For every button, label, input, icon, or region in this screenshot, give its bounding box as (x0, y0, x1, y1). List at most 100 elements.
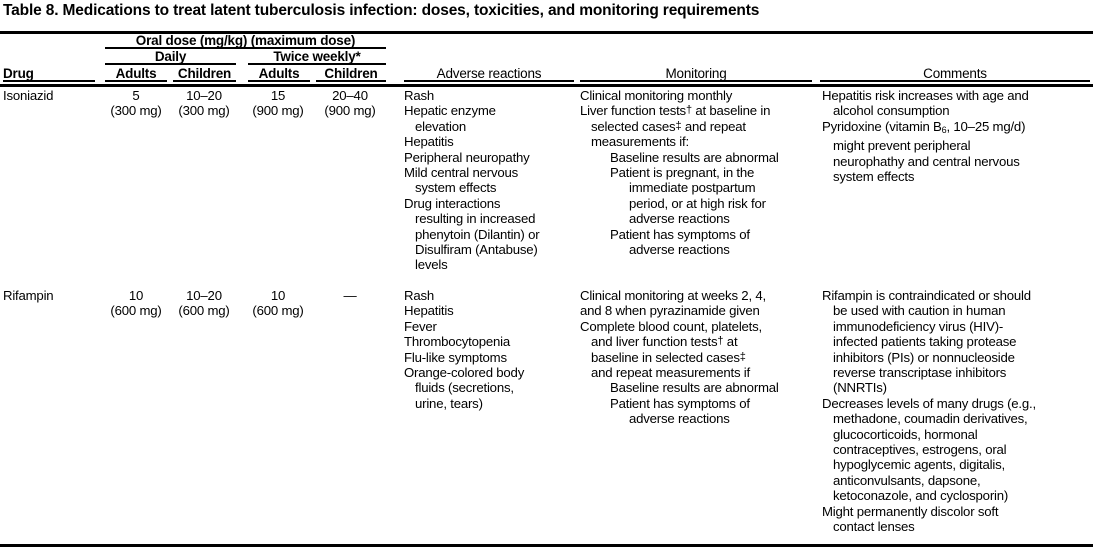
table-row-daily-children: 10–20(300 mg) (171, 88, 237, 119)
rule-header-bottom (0, 84, 1093, 87)
cell-line: 15 (270, 88, 286, 103)
cell-line: ketoconazole, and cyclosporin) (833, 488, 1009, 504)
footnote-dagger: † (685, 104, 692, 117)
cell-line: anticonvulsants, dapsone, (833, 472, 981, 488)
cell-line: measurements if: (591, 134, 689, 150)
cell-line: Decreases levels of many drugs (e.g., (822, 395, 1036, 411)
cell-line: Drug interactions (404, 195, 501, 211)
header-twice-adults: Adults (258, 66, 300, 81)
header-monitoring: Monitoring (665, 66, 727, 81)
cell-line: (900 mg) (252, 103, 304, 119)
cell-line: Complete blood count, platelets, (580, 318, 763, 334)
cell-line: (600 mg) (110, 303, 162, 319)
cell-line: adverse reactions (629, 211, 730, 227)
rule-col-daily-adults (105, 80, 167, 82)
footnote-double-dagger: ‡ (739, 350, 746, 363)
cell-line: (300 mg) (110, 103, 162, 119)
cell-line: (NNRTIs) (833, 380, 887, 396)
page-title: Table 8. Medications to treat latent tub… (3, 2, 760, 19)
cell-line: Baseline results are abnormal (610, 380, 779, 396)
rule-col-twice-children (316, 80, 386, 82)
cell-line: (600 mg) (178, 303, 230, 319)
table-row-twice-adults: 15(900 mg) (246, 88, 310, 119)
cell-line: resulting in increased (415, 211, 536, 227)
cell-line: adverse reactions (629, 242, 730, 258)
cell-line: adverse reactions (629, 411, 730, 427)
cell-line: baseline in selected cases‡ (591, 349, 746, 365)
header-adverse-reactions: Adverse reactions (436, 66, 542, 81)
header-daily-children: Children (177, 66, 232, 81)
rule-col-daily-children (173, 80, 236, 82)
cell-line: contact lenses (833, 519, 915, 535)
cell-line: 20–40 (332, 88, 368, 103)
table-row-drug-name: Isoniazid (3, 88, 54, 103)
header-twice-children: Children (324, 66, 378, 81)
cell-line: and liver function tests† at (591, 334, 738, 350)
cell-line: Hepatitis (404, 134, 454, 150)
table-row-twice-children: — (314, 288, 386, 303)
cell-line: selected cases‡ and repeat (591, 118, 746, 134)
cell-line: glucocorticoids, hormonal (833, 426, 978, 442)
cell-line: 10 (270, 288, 286, 303)
cell-line: infected patients taking protease (833, 334, 1017, 350)
rule-daily-group (105, 63, 236, 65)
cell-line: (600 mg) (252, 303, 304, 319)
cell-line: Might permanently discolor soft (822, 503, 999, 519)
cell-line: system effects (415, 180, 497, 196)
cell-line: Disulfiram (Antabuse) (415, 242, 538, 258)
rule-table-top (0, 31, 1093, 34)
cell-line: fluids (secretions, (415, 380, 514, 396)
cell-line: and 8 when pyrazinamide given (580, 303, 760, 319)
table-row-twice-adults: 10(600 mg) (246, 288, 310, 319)
table-row-daily-adults: 10(600 mg) (105, 288, 167, 319)
cell-line: period, or at high risk for (629, 195, 766, 211)
cell-line: Pyridoxine (vitamin B6, 10–25 mg/d) (822, 118, 1026, 135)
cell-line: Peripheral neuropathy (404, 149, 530, 165)
cell-line: contraceptives, estrogens, oral (833, 442, 1007, 458)
header-daily-adults: Adults (115, 66, 157, 81)
rule-twice-weekly-group (248, 63, 386, 65)
cell-line: (300 mg) (178, 103, 230, 119)
cell-line: (900 mg) (324, 103, 376, 119)
cell-line: 10 (128, 288, 144, 303)
table-row-monitoring: Clinical monitoring at weeks 2, 4,and 8 … (580, 288, 820, 427)
rule-table-bottom (0, 544, 1093, 547)
rule-col-drug (3, 80, 95, 82)
cell-line: Mild central nervous (404, 165, 519, 181)
cell-line: Baseline results are abnormal (610, 149, 779, 165)
cell-line: Thrombocytopenia (404, 334, 511, 350)
cell-line: elevation (415, 118, 466, 134)
cell-line: levels (415, 257, 448, 273)
cell-line: immediate postpartum (629, 180, 756, 196)
cell-line: Fever (404, 318, 437, 334)
cell-line: Patient is pregnant, in the (610, 165, 755, 181)
cell-line: Hepatitis risk increases with age and (822, 88, 1029, 103)
cell-line: Rash (404, 88, 434, 103)
footnote-double-dagger: ‡ (675, 119, 682, 132)
cell-line: Liver function tests† at baseline in (580, 103, 771, 119)
cell-line: Rifampin is contraindicated or should (822, 288, 1031, 303)
rule-col-monitoring (580, 80, 812, 82)
footnote-dagger: † (717, 335, 724, 348)
cell-line: urine, tears) (415, 395, 483, 411)
cell-line: might prevent peripheral (833, 138, 971, 154)
cell-line: alcohol consumption (833, 103, 950, 119)
cell-line: — (343, 288, 357, 303)
cell-line: reverse transcriptase inhibitors (833, 365, 1007, 381)
cell-line: be used with caution in human (833, 303, 1006, 319)
cell-line: Rash (404, 288, 434, 303)
rule-oral-dose-group (105, 47, 386, 49)
cell-line: 5 (132, 88, 140, 103)
rule-col-twice-adults (248, 80, 310, 82)
cell-line: immunodeficiency virus (HIV)- (833, 318, 1004, 334)
cell-line: Patient has symptoms of (610, 395, 750, 411)
cell-line: Patient has symptoms of (610, 226, 750, 242)
subscript-6: 6 (941, 124, 947, 135)
table-row-daily-adults: 5(300 mg) (105, 88, 167, 119)
cell-line: Hepatic enzyme (404, 103, 496, 119)
cell-line: system effects (833, 169, 915, 185)
cell-line: inhibitors (PIs) or nonnucleoside (833, 349, 1015, 365)
